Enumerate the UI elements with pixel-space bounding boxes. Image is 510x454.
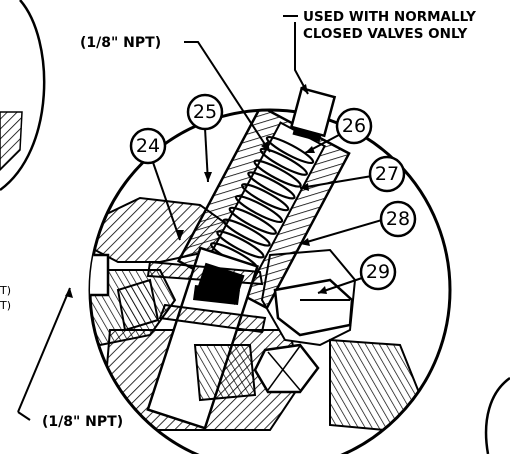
spring-coil	[265, 135, 315, 165]
left-fragment-1: T)	[0, 284, 11, 297]
svg-text:25: 25	[193, 101, 217, 123]
stem-guide	[116, 278, 160, 332]
balloon-24: 24	[129, 127, 167, 165]
hex-nut	[253, 343, 320, 394]
npt-label-top: (1/8" NPT)	[80, 35, 161, 51]
valve-body-right-hatch	[329, 338, 422, 432]
svg-text:28: 28	[386, 208, 410, 230]
balloon-25: 25	[186, 93, 224, 131]
spring-coil	[228, 206, 277, 235]
spring-coil	[247, 171, 296, 200]
arrowheads	[65, 84, 327, 298]
spring-coil	[259, 147, 308, 176]
balloon-28: 28	[379, 200, 417, 238]
spring-coil	[253, 159, 302, 188]
diaphragm-upper	[146, 260, 264, 286]
svg-text:24: 24	[136, 135, 160, 157]
lower-bushing	[193, 344, 257, 402]
diaphragm-lower	[158, 303, 267, 334]
top-pipe-plug	[289, 86, 337, 142]
diaphragm-center	[193, 285, 240, 305]
balloon-26: 26	[335, 107, 373, 145]
balloon-29: 29	[359, 253, 397, 291]
note-line-2: CLOSED VALVES ONLY	[303, 26, 467, 42]
npt-label-bottom: (1/8" NPT)	[42, 414, 123, 430]
spring-coil	[234, 194, 284, 224]
svg-text:29: 29	[366, 261, 390, 283]
svg-text:26: 26	[342, 115, 366, 137]
left-edge-hatch	[0, 111, 23, 172]
cap-screw	[273, 278, 354, 337]
note-line-1: USED WITH NORMALLY	[303, 9, 476, 25]
adjacent-detail-circle-left	[0, 0, 46, 192]
spring-coil	[241, 183, 290, 212]
spring-coil	[222, 218, 271, 247]
adjacent-detail-circle-right	[484, 376, 510, 454]
spring-coil	[216, 230, 265, 259]
balloon-27: 27	[368, 155, 406, 193]
svg-text:27: 27	[375, 163, 399, 185]
left-fragment-2: T)	[0, 299, 11, 312]
